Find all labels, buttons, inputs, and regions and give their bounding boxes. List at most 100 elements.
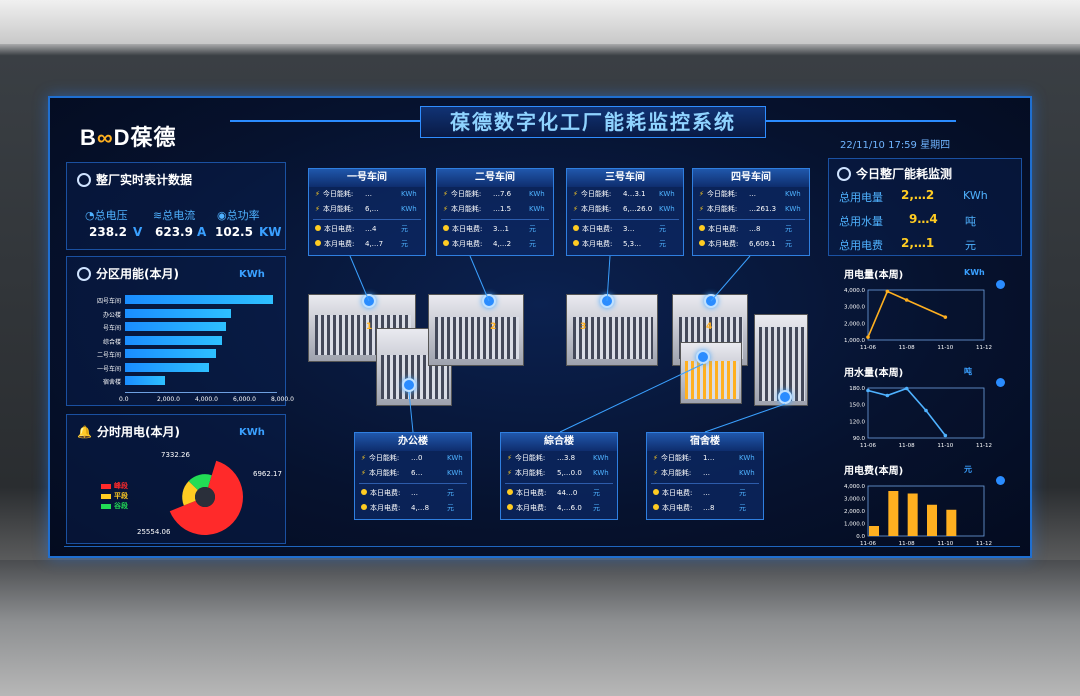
pie-slice-peak (169, 460, 243, 535)
workshop-1-month-energy-value: 6,… (365, 205, 379, 213)
pie-center (195, 487, 215, 507)
complex-today-cost-label: 本日电费: (516, 489, 547, 497)
total-cost-value: 2,…1 (901, 236, 935, 250)
bottom-frame (64, 546, 1020, 547)
data-point (904, 298, 909, 302)
workshop-3-month-cost-row: 本月电费:5,3…元 (567, 237, 683, 252)
power-value: 102.5 (215, 225, 253, 239)
coin-icon (443, 240, 449, 246)
total-water-label: 总用水量 (839, 215, 883, 228)
card-divider (359, 483, 467, 484)
pin-complex[interactable] (696, 350, 710, 364)
workshop-4-today-cost-value: …8 (749, 225, 761, 233)
pin-building-1[interactable] (362, 294, 376, 308)
coin-icon (361, 504, 367, 510)
data-bar (927, 504, 937, 536)
cube-icon (77, 267, 91, 281)
dorm-today-cost-unit: 元 (739, 489, 746, 497)
chart-toggle-icon[interactable] (996, 280, 1005, 289)
pie-label-valley: 6962.17 (253, 470, 282, 478)
y-tick-label: 3,000.0 (844, 305, 865, 311)
voltage-unit: V (133, 225, 143, 239)
coin-icon (653, 489, 659, 495)
current-label: ≋总电流 (153, 209, 196, 222)
lightning-icon: ⚡ (653, 469, 658, 477)
pin-building-2[interactable] (482, 294, 496, 308)
zone-bar (125, 308, 232, 318)
weekly-water-title: 用水量(本周) (844, 368, 904, 379)
dorm-today-energy-label: 今日能耗: (660, 454, 692, 462)
lightning-icon: ⚡ (699, 190, 704, 198)
plot-frame (867, 485, 985, 537)
complex-month-energy-label: 本月能耗: (514, 469, 546, 477)
workshop-1-month-cost-unit: 元 (401, 240, 408, 248)
zone-x-axis (125, 391, 277, 393)
pie-slice-valley (188, 474, 212, 491)
y-tick-label: 3,000.0 (844, 497, 865, 503)
voltage-label: ◔总电压 (85, 209, 128, 222)
floor-reflection (0, 560, 1080, 696)
workshop-1-month-energy-label: 本月能耗: (322, 205, 354, 213)
workshop-3-today-cost-unit: 元 (659, 225, 666, 233)
zone-bar-label: 宿舍楼 (102, 379, 121, 386)
workshop-3-month-energy-unit: KWh (659, 205, 675, 213)
total-water-unit: 吨 (965, 215, 976, 228)
data-point (924, 408, 928, 413)
building-number-1: 1 (366, 322, 373, 332)
dorm-name: 宿舍楼 (647, 433, 763, 451)
weekly-power-title: 用电量(本周) (844, 270, 904, 281)
power-unit: KW (259, 225, 282, 239)
workshop-2-today-energy-unit: KWh (529, 190, 545, 198)
pin-dorm[interactable] (778, 390, 792, 404)
zone-x-tick: 6,000.0 (233, 395, 256, 403)
card-divider (697, 219, 805, 220)
workshop-1-today-energy-value: … (365, 190, 372, 198)
workshop-4-today-energy-value: … (749, 190, 756, 198)
pin-building-4[interactable] (704, 294, 718, 308)
office-month-energy-unit: KWh (447, 469, 463, 477)
chart-toggle-icon[interactable] (996, 378, 1005, 387)
x-tick-label: 11-10 (937, 345, 953, 351)
office-today-energy-value: …0 (411, 454, 423, 462)
coin-icon (361, 489, 367, 495)
complex-month-cost-unit: 元 (593, 504, 600, 512)
x-tick-label: 11-12 (976, 443, 992, 449)
workshop-1-name: 一号车间 (309, 169, 425, 187)
datetime-display: 22/11/10 17:59 星期四 (840, 140, 951, 151)
complex-today-energy-value: …3.8 (557, 454, 576, 462)
workshop-3-today-energy-value: 4…3.1 (623, 190, 646, 198)
pin-building-3[interactable] (600, 294, 614, 308)
chart-toggle-icon[interactable] (996, 476, 1005, 485)
building-2-model (428, 294, 524, 366)
workshop-3-month-energy-label: 本月能耗: (580, 205, 612, 213)
card-divider (441, 219, 549, 220)
complex-month-energy-unit: KWh (593, 469, 609, 477)
workshop-1-today-cost-value: …4 (365, 225, 377, 233)
workshop-2-today-cost-unit: 元 (529, 225, 536, 233)
total-power-unit: KWh (963, 189, 988, 202)
office-month-cost-unit: 元 (447, 504, 454, 512)
office-month-cost-value: 4,…8 (411, 504, 430, 512)
lightning-icon: ⚡ (507, 469, 512, 477)
pin-office[interactable] (402, 378, 416, 392)
y-tick-label: 1,000.0 (844, 522, 865, 528)
series-line (867, 290, 946, 338)
workshop-4-month-cost-unit: 元 (785, 240, 792, 248)
pie-slice-flat (182, 481, 198, 506)
legend-flat: 平段 (101, 491, 128, 501)
workshop-2-month-cost-value: 4,…2 (493, 240, 512, 248)
pie-label-peak: 25554.06 (137, 528, 171, 536)
complex-today-cost-unit: 元 (593, 489, 600, 497)
